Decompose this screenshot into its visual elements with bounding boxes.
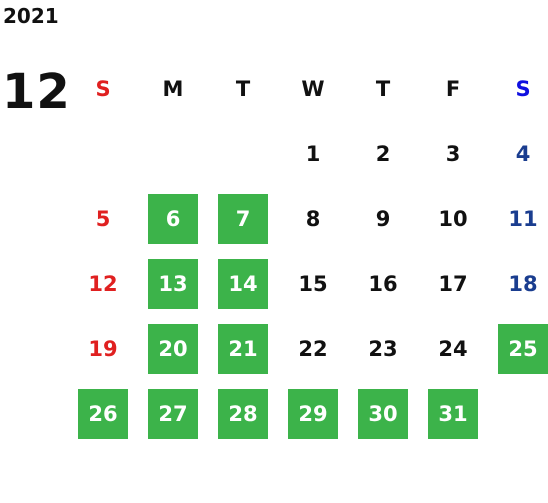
day-2: 2 [375, 141, 391, 166]
day-16: 16 [368, 271, 398, 296]
day-cell[interactable]: 15 [278, 251, 348, 316]
day-8: 8 [305, 206, 321, 231]
weekday-header-sat: S [515, 76, 531, 101]
year-label: 2021 [3, 4, 59, 28]
month-label: 12 [2, 64, 71, 120]
weekday-header-mon: M [162, 76, 184, 101]
day-cell[interactable]: 30 [348, 381, 418, 446]
day-30: 30 [358, 388, 408, 439]
day-cell[interactable]: 11 [488, 186, 548, 251]
day-27: 27 [148, 388, 198, 439]
day-cell[interactable]: 20 [138, 316, 208, 381]
weekday-header-fri: F [445, 76, 461, 101]
day-cell[interactable]: 18 [488, 251, 548, 316]
day-23: 23 [368, 336, 398, 361]
day-cell[interactable]: 3 [418, 121, 488, 186]
day-cell[interactable]: 14 [208, 251, 278, 316]
day-11: 11 [508, 206, 538, 231]
day-cell[interactable]: 27 [138, 381, 208, 446]
day-19: 19 [88, 336, 118, 361]
day-cell[interactable]: 13 [138, 251, 208, 316]
day-9: 9 [375, 206, 391, 231]
day-3: 3 [445, 141, 461, 166]
day-18: 18 [508, 271, 538, 296]
day-12: 12 [88, 271, 118, 296]
day-cell[interactable]: 23 [348, 316, 418, 381]
day-25: 25 [498, 323, 548, 374]
day-cell[interactable]: 5 [68, 186, 138, 251]
day-6: 6 [148, 193, 198, 244]
day-29: 29 [288, 388, 338, 439]
day-cell[interactable]: 7 [208, 186, 278, 251]
day-cell[interactable]: 19 [68, 316, 138, 381]
day-cell[interactable]: 8 [278, 186, 348, 251]
day-26: 26 [78, 388, 128, 439]
day-cell[interactable]: 22 [278, 316, 348, 381]
day-1: 1 [305, 141, 321, 166]
day-4: 4 [515, 141, 531, 166]
weekday-header-tue: T [235, 76, 251, 101]
weekday-header-sun: S [95, 76, 111, 101]
day-cell[interactable]: 31 [418, 381, 488, 446]
day-cell[interactable]: 25 [488, 316, 548, 381]
day-cell[interactable]: 28 [208, 381, 278, 446]
day-14: 14 [218, 258, 268, 309]
day-cell[interactable]: 16 [348, 251, 418, 316]
day-5: 5 [95, 206, 111, 231]
day-cell[interactable]: 29 [278, 381, 348, 446]
day-cell[interactable]: 26 [68, 381, 138, 446]
empty-day-cell [68, 121, 138, 186]
day-17: 17 [438, 271, 468, 296]
day-31: 31 [428, 388, 478, 439]
empty-day-cell [208, 121, 278, 186]
day-28: 28 [218, 388, 268, 439]
day-13: 13 [148, 258, 198, 309]
day-cell[interactable]: 1 [278, 121, 348, 186]
day-cell[interactable]: 10 [418, 186, 488, 251]
day-cell[interactable]: 4 [488, 121, 548, 186]
weekday-header-thu: T [375, 76, 391, 101]
day-cell[interactable]: 21 [208, 316, 278, 381]
weekday-header-wed: W [301, 76, 325, 101]
day-cell[interactable]: 17 [418, 251, 488, 316]
empty-day-cell [488, 381, 548, 446]
day-cell[interactable]: 6 [138, 186, 208, 251]
day-20: 20 [148, 323, 198, 374]
day-15: 15 [298, 271, 328, 296]
day-cell[interactable]: 12 [68, 251, 138, 316]
day-cell[interactable]: 2 [348, 121, 418, 186]
day-7: 7 [218, 193, 268, 244]
day-21: 21 [218, 323, 268, 374]
day-10: 10 [438, 206, 468, 231]
day-22: 22 [298, 336, 328, 361]
day-24: 24 [438, 336, 468, 361]
empty-day-cell [138, 121, 208, 186]
day-cell[interactable]: 9 [348, 186, 418, 251]
day-cell[interactable]: 24 [418, 316, 488, 381]
